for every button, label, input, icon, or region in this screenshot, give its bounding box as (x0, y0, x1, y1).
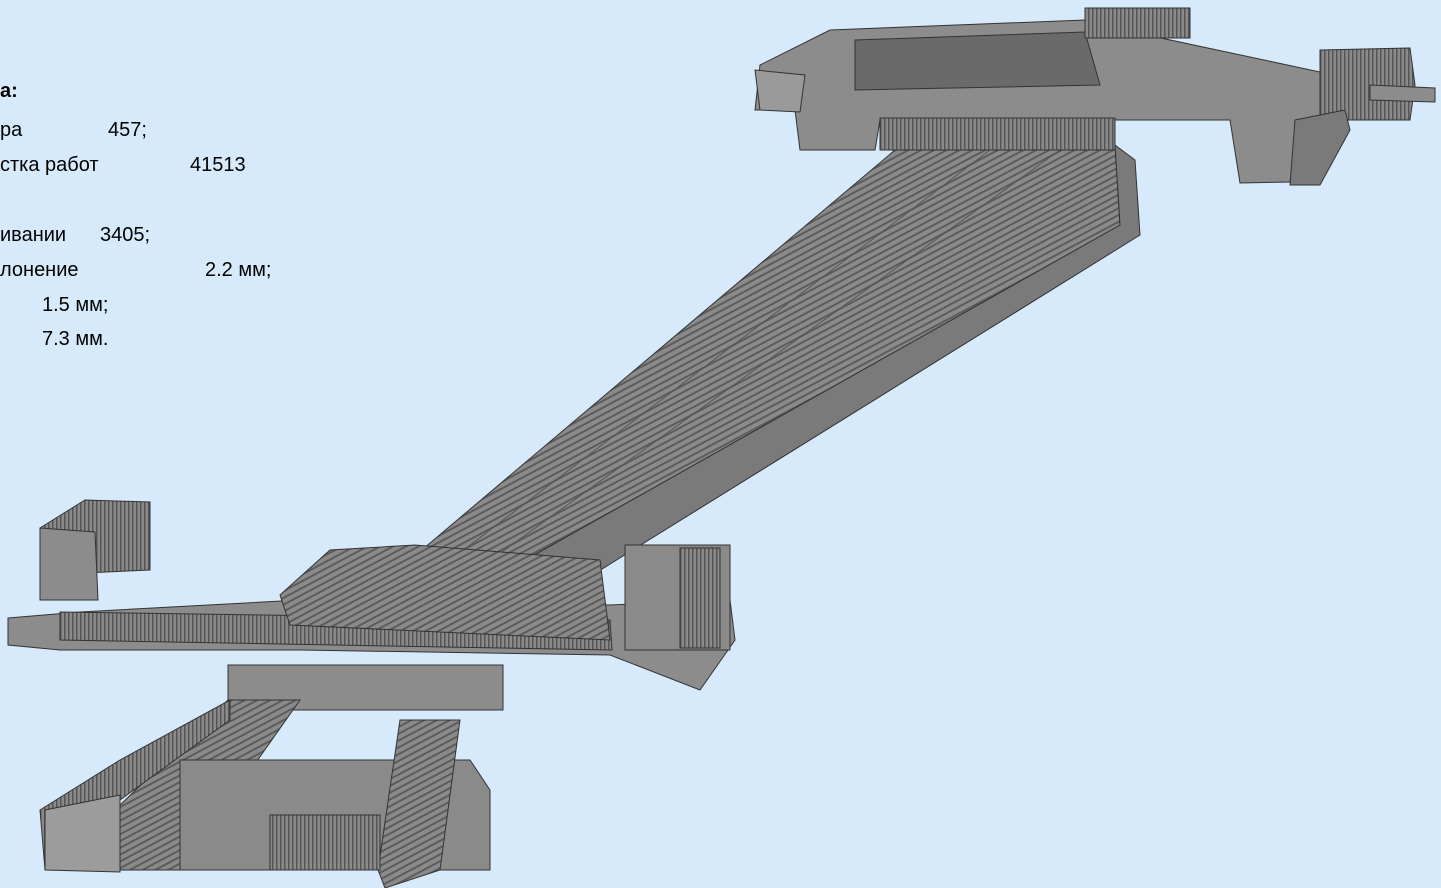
info-row-value: 41513 (190, 154, 246, 176)
info-row-value: 7.3 мм. (42, 328, 109, 350)
info-row-label: стка работ (0, 154, 99, 176)
info-row-label: ивании (0, 224, 67, 246)
approach-ramps (39, 699, 491, 888)
near-platform (7, 499, 736, 711)
info-panel: а: ра 457; стка работ 41513 ивании 3405;… (0, 0, 340, 360)
far-platform (754, 7, 1436, 186)
info-row-label: лонение (0, 259, 79, 281)
info-row-value: 457; (108, 119, 147, 141)
bridge-span (408, 143, 1141, 621)
info-heading: а: (0, 80, 18, 102)
info-row-value: 3405; (100, 224, 151, 246)
info-row-label: ра (0, 119, 23, 141)
info-row-value: 2.2 мм; (205, 259, 272, 281)
info-row-value: 1.5 мм; (42, 294, 109, 316)
